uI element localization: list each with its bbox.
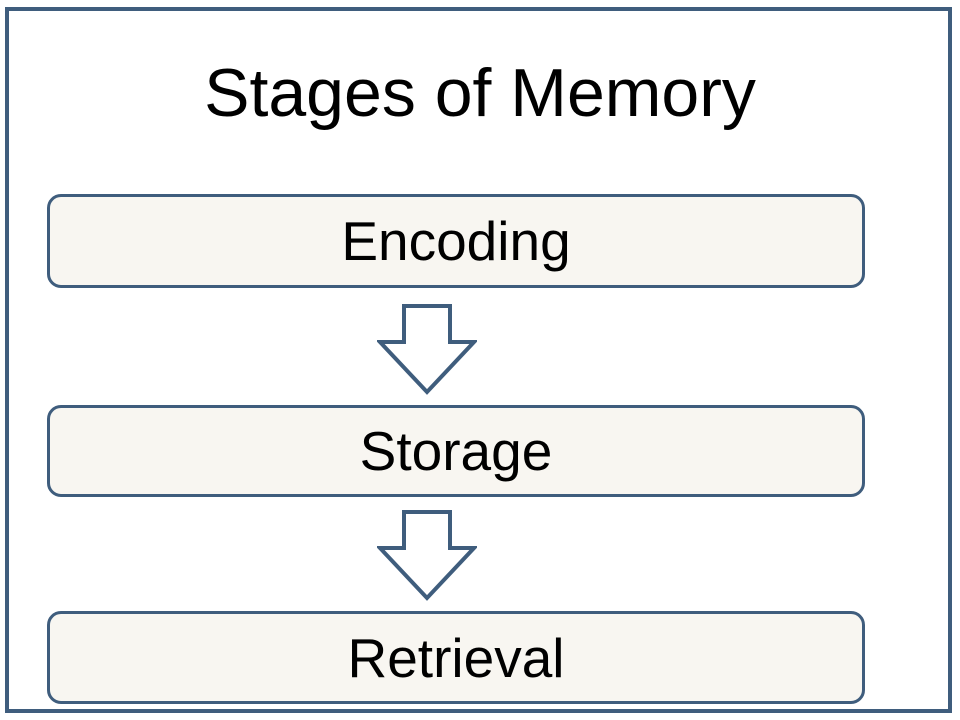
stage-box-retrieval[interactable]: Retrieval (47, 611, 865, 704)
down-arrow-shape (377, 304, 477, 395)
down-arrow-shape (377, 510, 477, 601)
stage-label: Storage (359, 420, 553, 482)
stage-label: Retrieval (347, 626, 565, 689)
down-arrow-icon (377, 303, 477, 395)
slide-frame-border (5, 7, 952, 713)
stage-box-encoding[interactable]: Encoding (47, 194, 865, 288)
page-title: Stages of Memory (204, 55, 756, 131)
stage-box-storage[interactable]: Storage (47, 405, 865, 497)
stage-label: Encoding (341, 210, 571, 272)
down-arrow-icon (377, 509, 477, 601)
